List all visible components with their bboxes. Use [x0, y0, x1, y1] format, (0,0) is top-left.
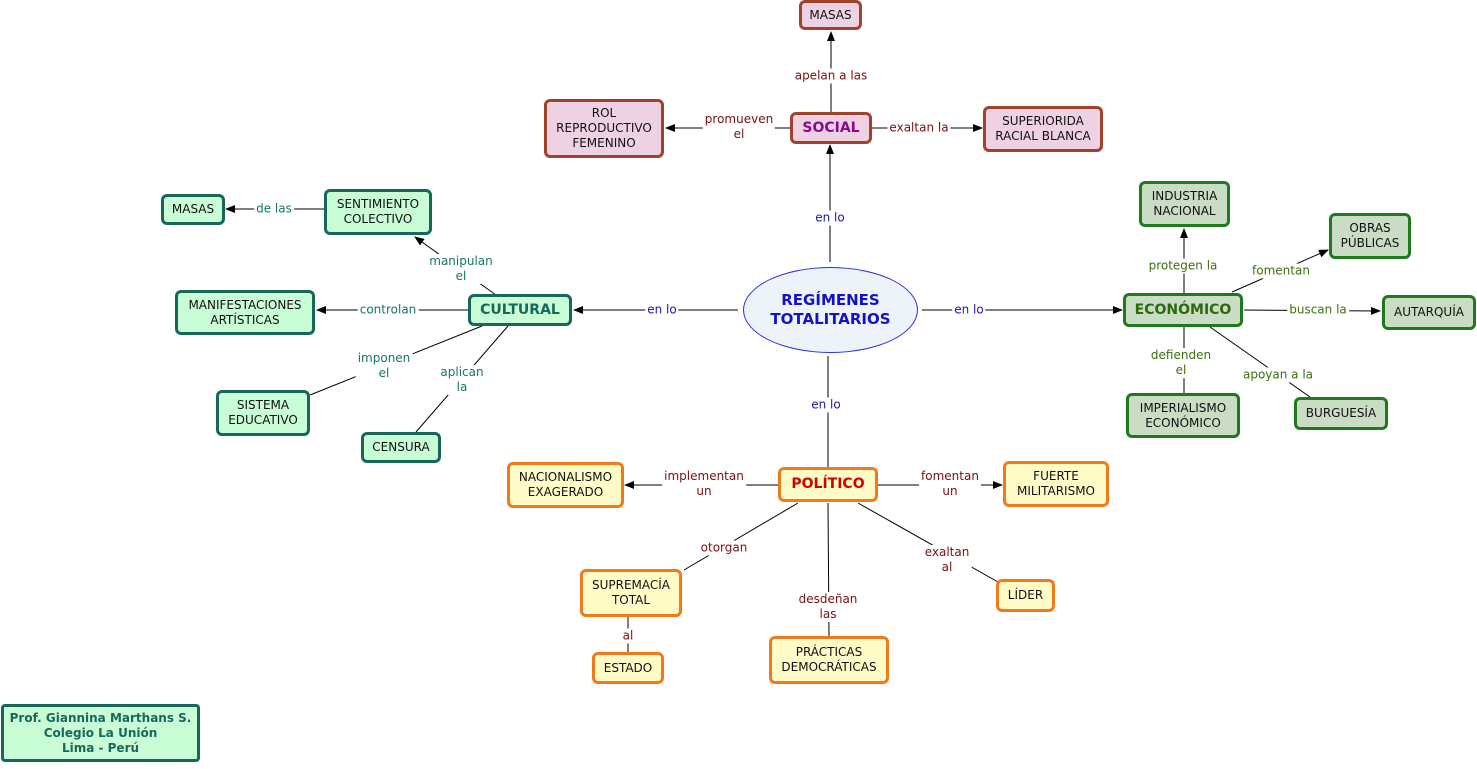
obras-publicas-node[interactable]: OBRAS PÚBLICAS: [1329, 213, 1411, 259]
link-label-defienden-el: defienden el: [1148, 348, 1214, 378]
author-credit-box: Prof. Giannina Marthans S. Colegio La Un…: [1, 704, 200, 762]
center-node-regimenes-totalitarios[interactable]: REGÍMENES TOTALITARIOS: [743, 267, 918, 353]
link-label-imponen-el: imponen el: [355, 351, 413, 381]
industria-nacional-label: INDUSTRIA NACIONAL: [1151, 189, 1218, 218]
link-label-promueven-el: promueven el: [702, 112, 776, 142]
economico-hub-label: ECONÓMICO: [1134, 301, 1232, 318]
link-label-social-en-lo: en lo: [813, 210, 847, 226]
sistema-educativo-node[interactable]: SISTEMA EDUCATIVO: [216, 390, 310, 436]
practicas-democraticas-label: PRÁCTICAS DEMOCRÁTICAS: [781, 645, 877, 674]
link-label-protegen-la: protegen la: [1146, 258, 1220, 274]
link-label-manipulan-el: manipulan el: [427, 254, 495, 284]
superioridad-racial-node[interactable]: SUPERIORIDA RACIAL BLANCA: [983, 106, 1103, 152]
link-label-apelan-a-las: apelan a las: [792, 68, 870, 84]
autarquia-node[interactable]: AUTARQUÍA: [1382, 295, 1476, 330]
sistema-educativo-label: SISTEMA EDUCATIVO: [228, 398, 298, 427]
sentimiento-colectivo-label: SENTIMIENTO COLECTIVO: [336, 197, 420, 226]
link-label-exaltan-la: exaltan la: [887, 120, 951, 136]
industria-nacional-node[interactable]: INDUSTRIA NACIONAL: [1139, 181, 1230, 227]
link-label-fomentan-obras: fomentan: [1250, 263, 1312, 279]
link-label-exaltan-al: exaltan al: [922, 545, 972, 575]
politico-hub-label: POLÍTICO: [791, 476, 865, 492]
lider-node[interactable]: LÍDER: [996, 579, 1055, 612]
lider-label: LÍDER: [1007, 588, 1044, 602]
cultural-masas-node[interactable]: MASAS: [161, 194, 225, 225]
sentimiento-colectivo-node[interactable]: SENTIMIENTO COLECTIVO: [324, 189, 432, 235]
manifestaciones-artisticas-label: MANIFESTACIONES ARTÍSTICAS: [188, 297, 302, 327]
estado-node[interactable]: ESTADO: [592, 652, 664, 684]
nacionalismo-exagerado-node[interactable]: NACIONALISMO EXAGERADO: [507, 462, 624, 508]
link-label-cultural-en-lo: en lo: [645, 302, 679, 318]
fuerte-militarismo-node[interactable]: FUERTE MILITARISMO: [1003, 461, 1109, 507]
link-label-apoyan-a-la: apoyan a la: [1240, 367, 1316, 383]
social-hub-label: SOCIAL: [802, 119, 860, 136]
cultural-hub-node[interactable]: CULTURAL: [468, 294, 572, 326]
cultural-masas-label: MASAS: [171, 202, 215, 216]
autarquia-label: AUTARQUÍA: [1394, 305, 1464, 319]
rol-reproductivo-node[interactable]: ROL REPRODUCTIVO FEMENINO: [544, 99, 664, 158]
social-masas-node[interactable]: MASAS: [799, 0, 862, 30]
obras-publicas-label: OBRAS PÚBLICAS: [1340, 221, 1400, 250]
link-label-controlan: controlan: [357, 302, 419, 318]
burguesia-node[interactable]: BURGUESÍA: [1294, 397, 1388, 430]
nacionalismo-exagerado-label: NACIONALISMO EXAGERADO: [518, 470, 613, 499]
fuerte-militarismo-label: FUERTE MILITARISMO: [1016, 469, 1096, 498]
link-label-economico-en-lo: en lo: [952, 302, 986, 318]
link-label-al: al: [620, 628, 636, 644]
supremacia-total-label: SUPREMACÍA TOTAL: [591, 578, 671, 607]
manifestaciones-artisticas-node[interactable]: MANIFESTACIONES ARTÍSTICAS: [175, 290, 315, 335]
link-label-implementan-un: implementan un: [662, 469, 746, 499]
politico-hub-node[interactable]: POLÍTICO: [778, 467, 878, 502]
imperialismo-economico-label: IMPERIALISMO ECONÓMICO: [1139, 400, 1227, 430]
cultural-hub-label: CULTURAL: [480, 301, 560, 318]
estado-label: ESTADO: [603, 660, 653, 675]
center-node-label: REGÍMENES TOTALITARIOS: [770, 291, 891, 328]
link-label-otorgan: otorgan: [698, 540, 750, 556]
link-label-buscan-la: buscan la: [1287, 302, 1349, 318]
link-label-aplican-la: aplican la: [438, 365, 486, 395]
censura-node[interactable]: CENSURA: [361, 432, 441, 463]
censura-label: CENSURA: [372, 440, 430, 454]
link-label-politico-en-lo: en lo: [809, 397, 843, 413]
practicas-democraticas-node[interactable]: PRÁCTICAS DEMOCRÁTICAS: [769, 636, 889, 684]
supremacia-total-node[interactable]: SUPREMACÍA TOTAL: [580, 569, 682, 617]
social-masas-label: MASAS: [809, 7, 852, 22]
superioridad-racial-label: SUPERIORIDA RACIAL BLANCA: [995, 114, 1091, 143]
burguesia-label: BURGUESÍA: [1305, 406, 1377, 420]
link-label-desdenan-las: desdeñan las: [796, 592, 860, 622]
rol-reproductivo-label: ROL REPRODUCTIVO FEMENINO: [556, 106, 652, 150]
link-label-fomentan-un: fomentan un: [919, 469, 981, 499]
economico-hub-node[interactable]: ECONÓMICO: [1123, 293, 1243, 327]
imperialismo-economico-node[interactable]: IMPERIALISMO ECONÓMICO: [1126, 393, 1240, 438]
link-label-de-las: de las: [254, 201, 294, 217]
social-hub-node[interactable]: SOCIAL: [790, 112, 872, 144]
